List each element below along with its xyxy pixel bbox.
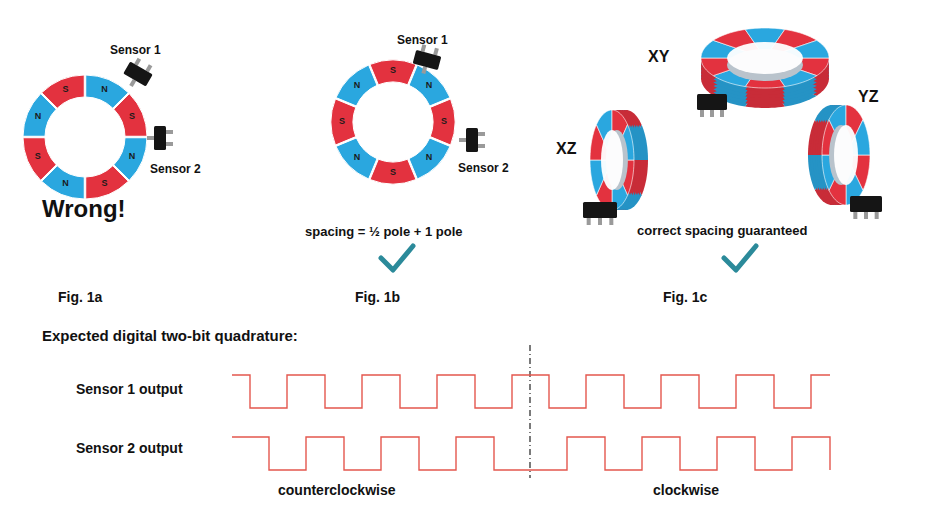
figure-label: Fig. 1a [58,290,102,305]
sensor-lead [478,144,485,148]
magnet-pole [370,60,416,85]
axis-label: YZ [858,88,878,106]
pole-letter: N [129,152,136,162]
sensor-lead [710,110,714,117]
magnet-pole [42,75,85,108]
figure-label: Fig. 1c [663,290,707,305]
sensor-lead [598,218,602,225]
hall-sensor [459,128,485,152]
direction-label: clockwise [653,483,719,498]
sensor-lead [720,110,724,117]
signal-name: Sensor 2 output [76,441,183,456]
direction-divider [529,345,530,478]
hall-sensor [697,94,727,117]
sensor-lead [700,110,704,117]
sensor-body [466,128,478,152]
spacing-note: spacing = ½ pole + 1 pole [305,225,463,239]
sensor-lead [166,142,173,146]
figure-label: Fig. 1b [355,290,400,305]
ring-magnet [331,60,455,184]
pole-letter: S [441,117,447,127]
pole-letter: S [62,85,68,95]
ring-magnet-3d [808,105,870,205]
sensor-body [697,94,727,110]
sensor2-waveform [232,437,830,470]
ring-hole [834,125,858,185]
sensor-label: Sensor 1 [397,34,448,47]
pole-letter: N [426,153,433,163]
spacing-note: correct spacing guaranteed [637,224,808,238]
sensor-lead [478,132,485,136]
sensor-lead [587,218,591,225]
hall-sensor [147,126,173,150]
magnet-pole [23,138,56,181]
pole-letter: N [62,179,69,189]
pole-letter: N [426,81,433,91]
hall-sensor [411,43,443,77]
axis-label: XZ [556,140,576,158]
hall-sensor [850,196,882,219]
verdict-label: Wrong! [42,196,126,222]
sensor-chips [120,43,882,225]
sensor-lead [875,212,879,219]
magnet-pole [86,166,129,199]
checkmark [381,246,413,270]
sensor-lead [147,136,154,140]
ring-magnet-3d [590,110,648,210]
sensor-lead [864,212,868,219]
pole-letter: S [102,179,108,189]
sensor-label: Sensor 2 [150,163,201,176]
magnet-pole [409,138,450,179]
checkmarks [381,246,756,270]
sensor-body [583,202,617,218]
pole-letter: S [129,113,135,123]
magnet-pole [430,99,455,145]
sensor-lead [459,138,466,142]
magnet-pole [331,99,356,145]
hall-sensor [120,55,157,92]
section-heading: Expected digital two-bit quadrature: [42,328,298,345]
quadrature-waveforms [232,345,830,478]
pole-letter: S [390,168,396,178]
pole-letter: S [35,152,41,162]
magnet-pole [114,94,147,137]
sensor-lead [166,130,173,134]
sensor-body [413,50,442,70]
hall-sensor [583,202,617,225]
pole-letter: S [390,66,396,76]
ring-hole [727,42,803,74]
sensor-body [850,196,882,212]
pole-letter: S [339,117,345,127]
magnet-pole [336,65,377,106]
ring-magnets [23,28,870,210]
sensor-lead [609,218,613,225]
magnet-pole [409,65,450,106]
sensor1-waveform [232,375,830,408]
sensor-lead [421,66,427,74]
signal-name: Sensor 1 output [76,382,183,397]
magnet-pole [370,159,416,184]
sensor-body [154,126,166,150]
axis-label: XY [648,48,669,66]
sensor-body [123,61,153,86]
pole-letter: N [354,81,361,91]
ring-hole [601,130,623,190]
pole-letter: N [101,85,108,95]
ring-magnet [23,75,147,199]
sensor-label: Sensor 1 [110,44,161,57]
sensor-lead [433,48,439,56]
checkmark [724,246,756,270]
pole-letter: N [35,113,42,123]
direction-label: counterclockwise [278,483,396,498]
pole-letter: N [354,153,361,163]
sensor-lead [853,212,857,219]
magnet-pole [336,138,377,179]
sensor-label: Sensor 2 [458,162,509,175]
